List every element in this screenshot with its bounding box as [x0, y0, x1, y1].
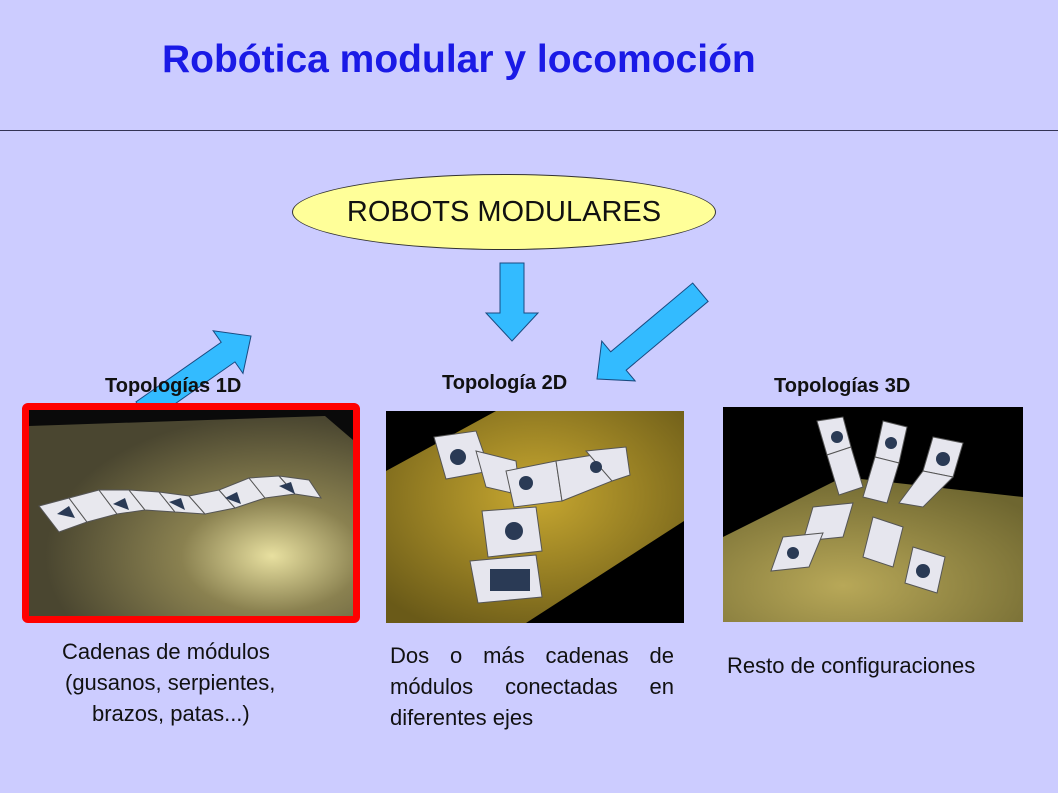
- description-line: Cadenas de módulos: [62, 639, 270, 664]
- description-2d: Dos o más cadenas de módulos conectadas …: [390, 640, 674, 733]
- description-3d: Resto de configuraciones: [727, 650, 975, 681]
- description-line: Resto de configuraciones: [727, 653, 976, 678]
- arrow-down-icon: [484, 262, 540, 342]
- description-1d: Cadenas de módulos (gusanos, serpientes,…: [62, 636, 275, 729]
- heading-topologias-1d: Topologías 1D: [105, 375, 242, 397]
- description-line: (gusanos, serpientes,: [65, 670, 276, 695]
- description-line: módulos conectadas en: [390, 674, 674, 699]
- star-robot-image: [723, 407, 1023, 622]
- heading-topologias-3d: Topologías 3D: [774, 375, 911, 397]
- root-node: ROBOTS MODULARES: [292, 174, 716, 250]
- description-line: Dos o más cadenas de: [390, 643, 674, 668]
- title-divider: [0, 130, 1058, 131]
- worm-robot-image: [22, 403, 360, 623]
- description-line: diferentes ejes: [390, 705, 534, 730]
- page-title: Robótica modular y locomoción: [162, 38, 756, 81]
- tripod-robot-image: [386, 411, 684, 623]
- root-node-label: ROBOTS MODULARES: [346, 195, 662, 228]
- arrow-right-icon: [596, 282, 709, 382]
- heading-topologia-2d: Topología 2D: [442, 372, 568, 394]
- description-line: brazos, patas...): [92, 701, 250, 726]
